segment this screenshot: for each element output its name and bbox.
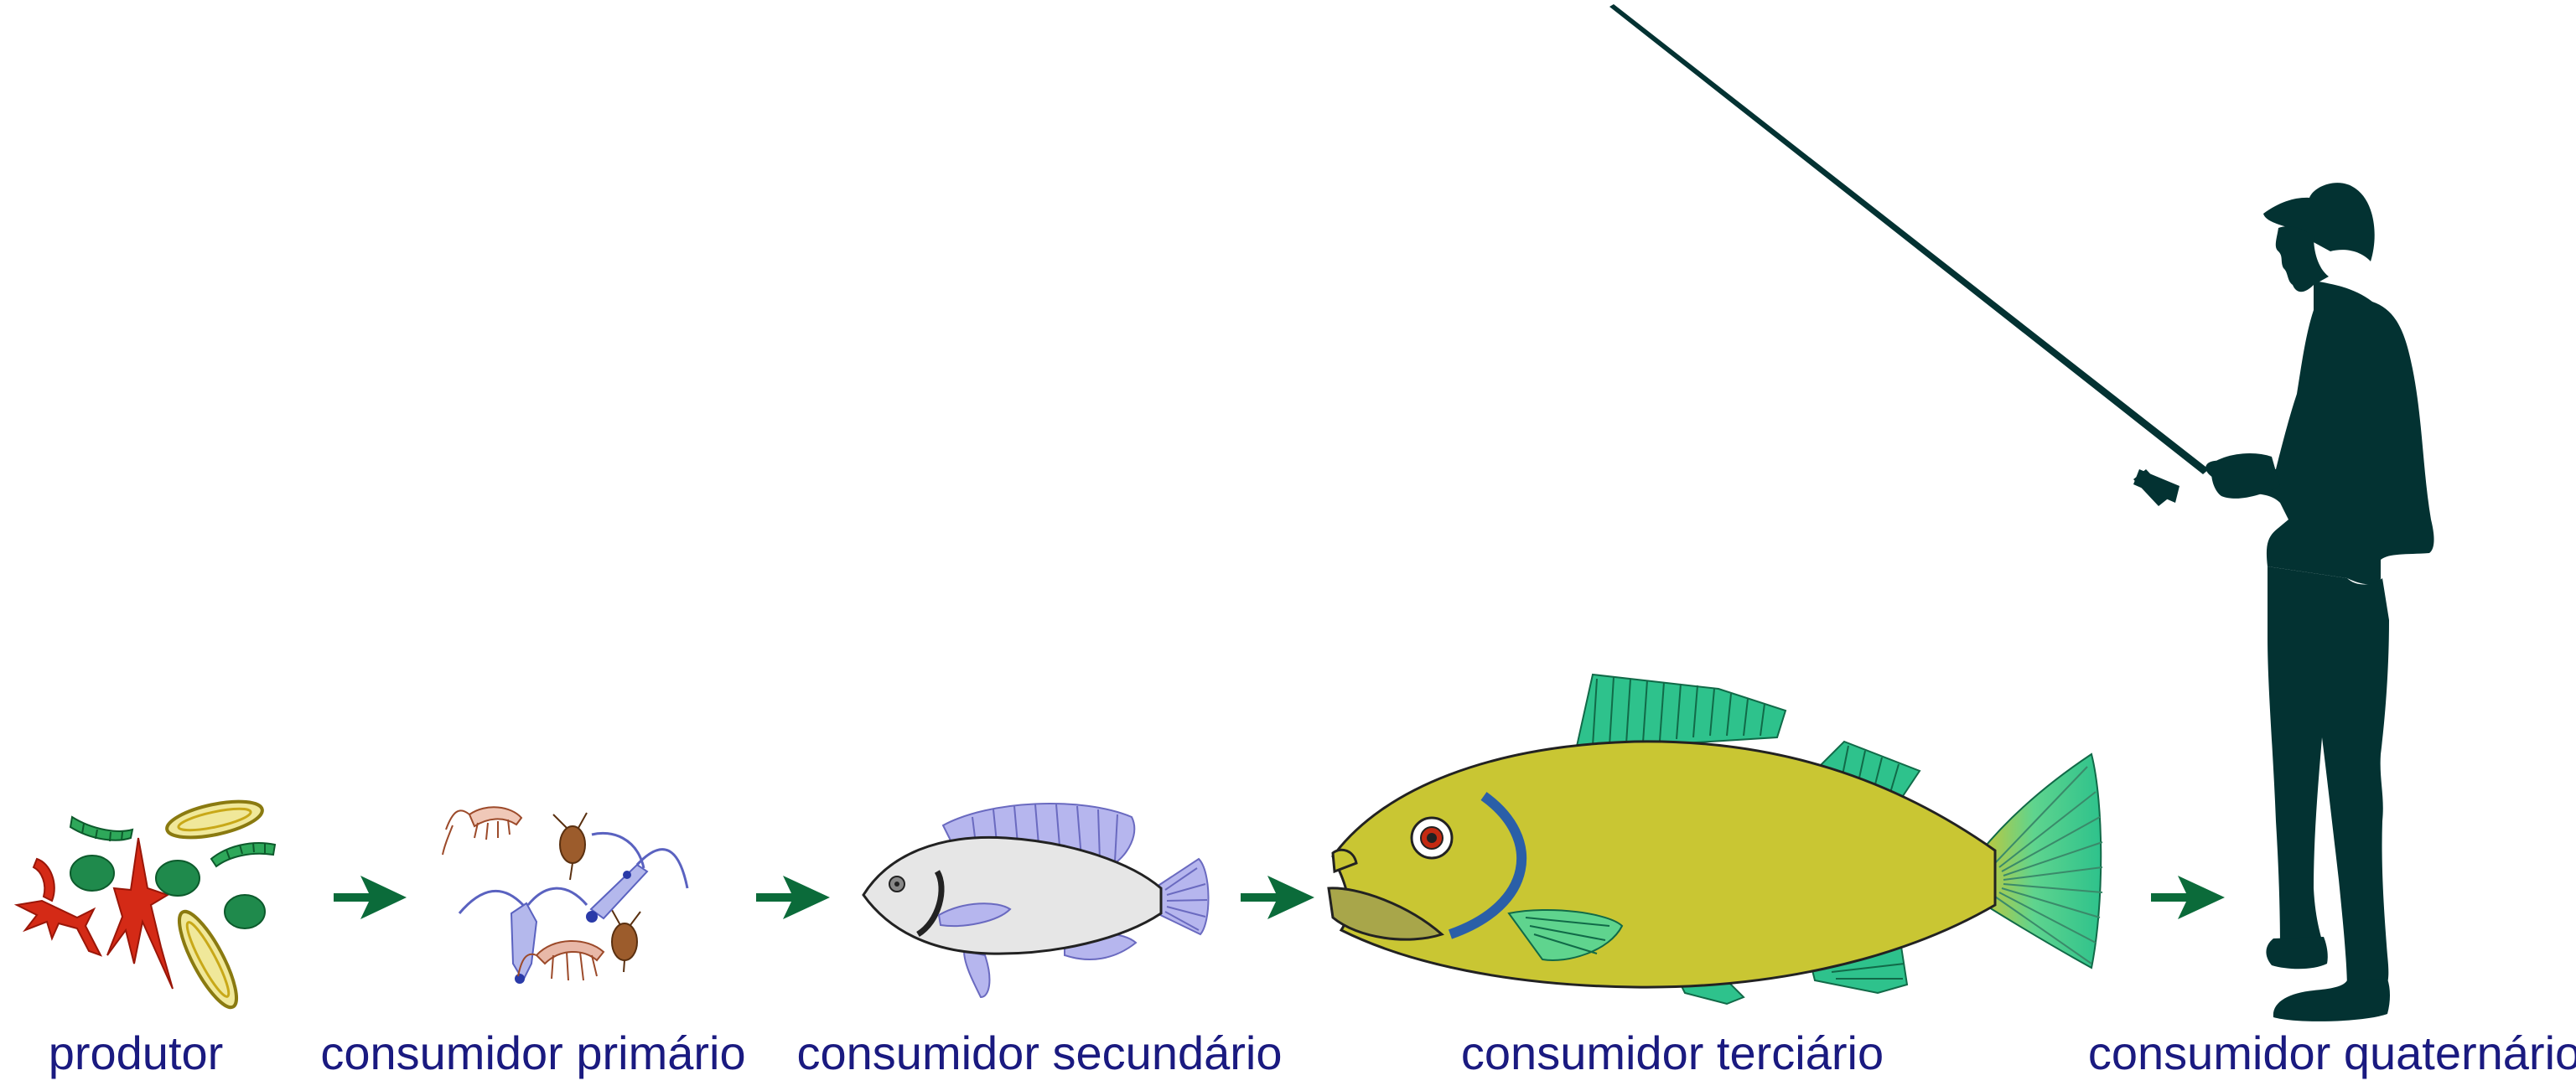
zooplankton-icon — [442, 806, 689, 984]
arrow-tertiary-to-quaternary — [2151, 876, 2225, 919]
fisherman-icon — [1609, 4, 2434, 1021]
arrow-primary-to-secondary — [756, 876, 830, 919]
label-producer: produtor — [48, 1026, 224, 1079]
arrow-secondary-to-tertiary — [1241, 876, 1314, 919]
phytoplankton-icon — [13, 799, 277, 1010]
label-primary-consumer: consumidor primário — [320, 1026, 746, 1079]
label-quaternary-consumer: consumidor quaternário — [2087, 1026, 2576, 1079]
small-fish-icon — [862, 802, 1210, 999]
arrow-producer-to-primary — [334, 876, 407, 919]
arrow-icon — [334, 876, 2225, 919]
label-secondary-consumer: consumidor secundário — [796, 1026, 1283, 1079]
label-tertiary-consumer: consumidor terciário — [1460, 1026, 1884, 1079]
large-fish-icon — [1327, 673, 2103, 1006]
